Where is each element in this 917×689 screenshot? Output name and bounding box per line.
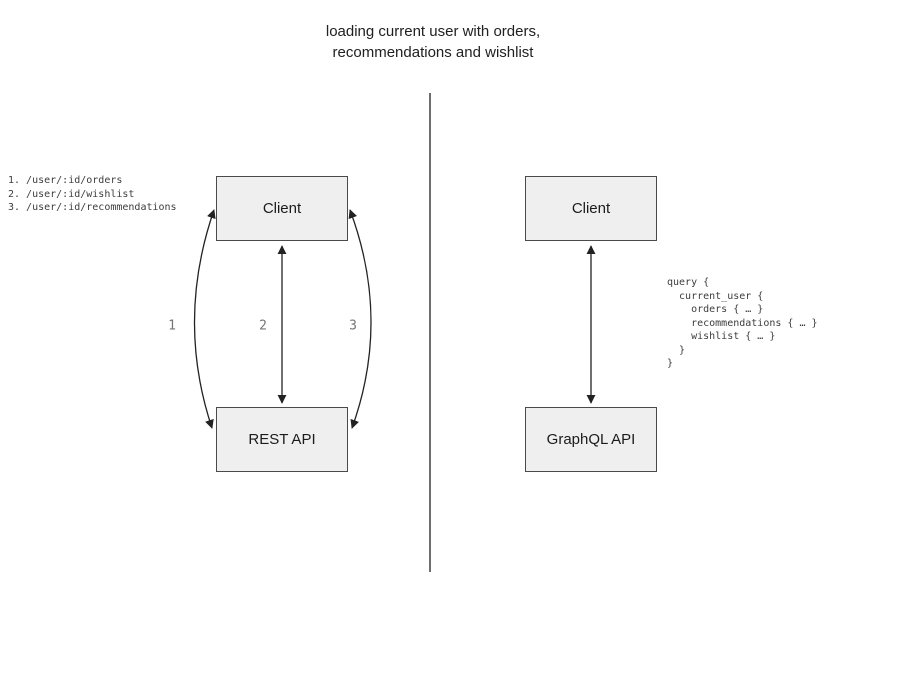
graphql-client-label: Client — [571, 200, 611, 217]
rest-client-box: Client — [216, 176, 348, 241]
arrow-label-3: 3 — [349, 318, 357, 334]
diagram-title: loading current user with orders, recomm… — [233, 21, 633, 63]
graphql-api-label: GraphQL API — [546, 431, 636, 448]
query-line: wishlist { … } — [667, 331, 776, 342]
rest-client-label: Client — [262, 200, 302, 217]
graphql-query-snippet: query { current_user { orders { … } reco… — [667, 276, 818, 371]
query-line: current_user { — [667, 290, 764, 302]
panel-divider — [429, 93, 431, 572]
arrow-label-2: 2 — [259, 318, 267, 334]
rest-endpoint-list: 1. /user/:id/orders 2. /user/:id/wishlis… — [8, 174, 177, 215]
query-line: } — [667, 344, 686, 356]
graphql-api-box: GraphQL API — [525, 407, 657, 472]
title-line-2: recommendations and wishlist — [332, 44, 534, 61]
title-line-1: loading current user with orders, — [325, 23, 541, 40]
graphql-client-box: Client — [525, 176, 657, 241]
rest-arrow-3-recommendations — [348, 209, 372, 429]
endpoint-item-recommendations: 3. /user/:id/recommendations — [8, 202, 177, 213]
endpoint-item-orders: 1. /user/:id/orders — [8, 175, 123, 186]
query-line: recommendations { … } — [667, 317, 818, 329]
rest-api-box: REST API — [216, 407, 348, 472]
rest-api-label: REST API — [248, 431, 316, 448]
rest-arrow-1-orders — [193, 209, 216, 429]
arrow-label-1: 1 — [168, 318, 176, 334]
query-line: query { — [667, 277, 710, 288]
query-line: } — [667, 358, 674, 369]
query-line: orders { … } — [667, 304, 764, 315]
endpoint-item-wishlist: 2. /user/:id/wishlist — [8, 188, 135, 200]
